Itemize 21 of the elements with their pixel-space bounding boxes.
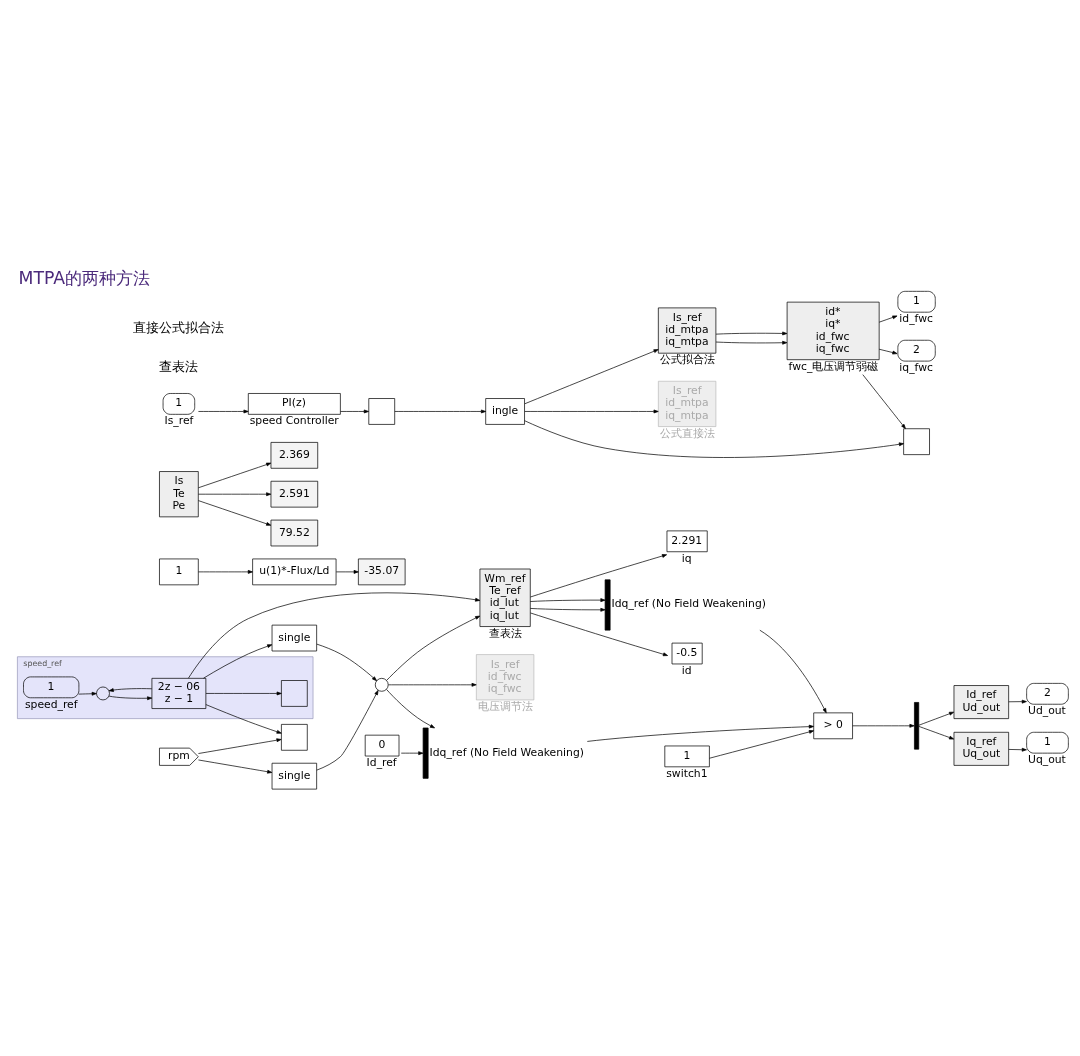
node-label: id_fwc — [899, 312, 933, 326]
node-label: Ud_out — [1028, 704, 1066, 718]
node-label: speed_ref — [24, 697, 78, 711]
node-label: Idq_ref (No Field Weakening) — [611, 597, 766, 611]
node-label: switch1 — [666, 766, 708, 780]
node-label: speed Controller — [249, 414, 339, 428]
node-label: Id_ref — [366, 756, 397, 770]
diagram-title: MTPA的两种方法 — [18, 267, 151, 288]
node-label: Is_ref — [164, 414, 194, 428]
node-label: Idq_ref (No Field Weakening) — [429, 745, 584, 759]
node-label: 公式拟合法 — [659, 353, 715, 367]
node-label: 公式直接法 — [659, 426, 715, 440]
node-label: 查表法 — [488, 626, 522, 640]
node-label: Uq_out — [1028, 753, 1066, 767]
label: 直接公式拟合法 — [133, 319, 225, 335]
label: 查表法 — [159, 358, 199, 374]
node-label: iq_fwc — [899, 361, 933, 375]
node-label: iq — [681, 551, 692, 565]
node-label: fwc_电压调节弱磁 — [788, 359, 879, 373]
node-label: id — [681, 664, 692, 678]
node-label: 电压调节法 — [477, 699, 533, 713]
